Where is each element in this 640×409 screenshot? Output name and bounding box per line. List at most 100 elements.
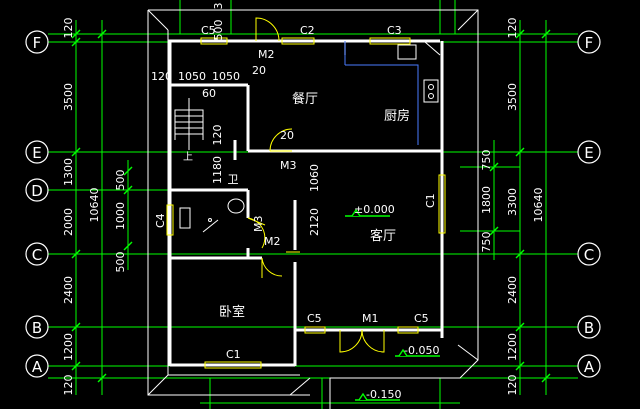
label-c3-top: C3 <box>387 24 402 37</box>
sink-icon <box>397 44 417 60</box>
label-c5-right: C5 <box>414 312 429 325</box>
left-dimension-labels: 120 3500 1300 2000 2400 1200 120 10640 5… <box>62 18 127 396</box>
dim-left-2400: 2400 <box>62 276 75 304</box>
label-m2-bath: M2 <box>264 235 281 248</box>
door-m3 <box>269 128 293 152</box>
label-c1-right: C1 <box>424 193 437 208</box>
dim-20-top: 20 <box>252 64 266 77</box>
room-label-living: 客厅 <box>370 228 396 244</box>
axis-bubble-c-left: C <box>25 242 49 266</box>
dim-left-inner-500a: 500 <box>114 170 127 191</box>
dimension-ticks <box>71 29 551 383</box>
right-dimension-labels: 120 3500 2400 1200 120 3300 10640 750 18… <box>480 18 545 396</box>
dim-1060-vert: 1060 <box>308 164 321 192</box>
stair-up-label: 上 <box>183 151 193 163</box>
window-c1-bottom <box>204 361 262 369</box>
svg-text:A: A <box>584 358 595 376</box>
room-label-dining: 餐厅 <box>292 91 318 107</box>
svg-text:±0.000: ±0.000 <box>354 203 395 216</box>
dim-left-1300: 1300 <box>62 158 75 186</box>
dim-stair-60: 60 <box>202 87 216 100</box>
dim-top-cut-b: 500 <box>212 20 225 41</box>
label-m3: M3 <box>280 159 297 172</box>
stove-icon <box>423 79 439 103</box>
dim-right-3500: 3500 <box>506 83 519 111</box>
svg-text:C: C <box>32 246 42 264</box>
dim-left-2000: 2000 <box>62 208 75 236</box>
window-c5-right <box>397 326 419 334</box>
dim-right-750a: 750 <box>480 150 493 171</box>
dim-top-cut-a: 3 <box>212 3 225 10</box>
windows <box>166 37 446 369</box>
window-c5-left <box>304 326 326 334</box>
svg-text:E: E <box>32 144 41 162</box>
window-c4 <box>166 204 174 236</box>
svg-text:F: F <box>585 34 594 52</box>
level-mark-living: ±0.000 <box>345 203 395 217</box>
axis-bubble-e-left: E <box>25 140 49 164</box>
roof-outline <box>147 9 479 409</box>
svg-text:C: C <box>584 246 594 264</box>
dim-1180-vert: 1180 <box>211 156 224 184</box>
dimension-lines <box>75 0 547 409</box>
window-c2-top <box>281 37 315 45</box>
svg-text:B: B <box>584 319 594 337</box>
label-c2-top: C2 <box>300 24 315 37</box>
label-m2-top: M2 <box>258 48 275 61</box>
window-c5-top <box>200 37 228 45</box>
dim-right-top-offset: 120 <box>506 18 519 39</box>
axis-bubbles-right: F E C B A <box>577 30 601 378</box>
dim-left-top-offset: 120 <box>62 18 75 39</box>
dim-right-total: 10640 <box>532 188 545 223</box>
room-label-kitchen: 厨房 <box>384 108 410 124</box>
axis-bubble-c-right: C <box>577 242 601 266</box>
dim-120-vert: 120 <box>211 125 224 146</box>
level-mark-outside: -0.150 <box>355 388 401 401</box>
doors <box>247 17 385 353</box>
svg-text:B: B <box>32 319 42 337</box>
dim-stair-1050a: 1050 <box>178 70 206 83</box>
dim-2120-vert: 2120 <box>308 208 321 236</box>
dim-left-inner-1000: 1000 <box>114 202 127 230</box>
dim-right-3300: 3300 <box>506 188 519 216</box>
dim-left-inner-500b: 500 <box>114 252 127 273</box>
dim-stair-left: 120 <box>151 70 172 83</box>
door-m1-left <box>339 329 363 353</box>
level-marks: ±0.000 -0.050 -0.150 <box>345 203 440 401</box>
dim-right-750b: 750 <box>480 232 493 253</box>
door-m2-top <box>255 17 280 42</box>
level-mark-entry: -0.050 <box>395 344 440 357</box>
axis-bubble-f-right: F <box>577 30 601 54</box>
dim-20-lower: 20 <box>280 129 294 142</box>
axis-bubbles-left: F E D C B A <box>25 30 49 378</box>
dim-left-3500: 3500 <box>62 83 75 111</box>
bath-fixtures <box>179 198 245 233</box>
svg-text:F: F <box>33 34 42 52</box>
room-label-bedroom: 卧室 <box>219 304 245 320</box>
kitchen-counter <box>344 41 441 145</box>
svg-text:-0.150: -0.150 <box>366 388 401 401</box>
door-m3-bath <box>247 217 266 249</box>
label-c5-top: C5 <box>201 24 216 37</box>
interior-dimensions: 120 1050 1050 60 20 20 120 1180 1060 212… <box>151 3 321 237</box>
svg-text:D: D <box>31 182 43 200</box>
axis-bubble-b-right: B <box>577 315 601 339</box>
label-m1: M1 <box>362 312 379 325</box>
axis-bubble-b-left: B <box>25 315 49 339</box>
dim-left-1200: 1200 <box>62 333 75 361</box>
dim-right-1200: 1200 <box>506 333 519 361</box>
toilet-icon <box>179 207 191 229</box>
axis-bubble-e-right: E <box>577 140 601 164</box>
room-labels: 餐厅 厨房 客厅 卧室 卫 上 <box>183 91 410 320</box>
svg-text:A: A <box>32 358 43 376</box>
label-c4: C4 <box>154 213 167 228</box>
dim-left-bottom-offset: 120 <box>62 375 75 396</box>
label-c5-left: C5 <box>307 312 322 325</box>
label-m3-bath: M3 <box>252 216 265 233</box>
svg-text:E: E <box>584 144 593 162</box>
opening-labels: C5 C2 C3 M2 M3 M2 M3 C4 C1 C1 C5 C5 M1 <box>154 24 437 361</box>
window-c1-right <box>438 174 446 234</box>
washbasin-icon <box>227 198 245 214</box>
dim-right-2400: 2400 <box>506 276 519 304</box>
